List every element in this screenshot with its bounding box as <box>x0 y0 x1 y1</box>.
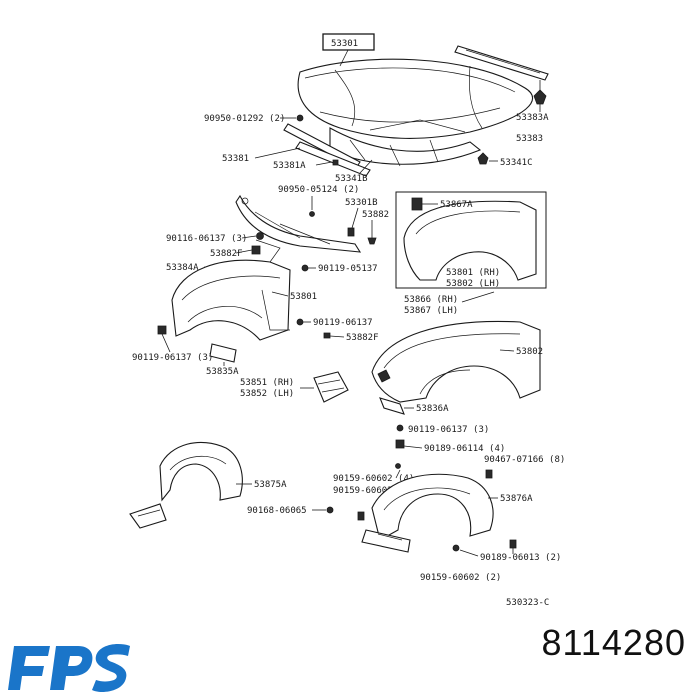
callout-seal-clip: 53383 <box>516 134 543 144</box>
callout-liner-seal: 53836A <box>416 404 449 414</box>
brace <box>209 343 237 363</box>
fender-inset-box <box>395 191 547 289</box>
callout-hood-bolt: 90950-01292 (2) <box>204 114 285 124</box>
rear-fender-liner <box>129 441 243 529</box>
callout-clip-d: 90467-07166 (8) <box>484 455 565 465</box>
callout-bracket-c: 53882 <box>362 210 389 220</box>
callout-fender: 53802 <box>516 347 543 357</box>
front-fender <box>371 320 541 403</box>
hood-panel <box>297 58 534 167</box>
callout-box-hood <box>322 33 375 51</box>
hood-seal-strip <box>454 45 549 81</box>
liner-seal <box>379 397 405 415</box>
callout-bolt-9: 90159-60602 (4) <box>333 474 414 484</box>
callout-bolt-3: 90116-06137 (3) <box>166 234 247 244</box>
part-number: 8114280 <box>541 622 686 663</box>
callout-support-lh: 53852 (LH) <box>240 389 294 399</box>
callout-bolt-10: 90159-60602 <box>333 486 393 496</box>
callout-bolt-12: 90189-06013 (2) <box>480 553 561 563</box>
callout-cover-a: 53384A <box>166 263 199 273</box>
callout-seal-front-a: 53381A <box>273 161 306 171</box>
callout-apron: 53801 <box>290 292 317 302</box>
callout-bolt-6: 90119-06137 (3) <box>132 353 213 363</box>
callout-fender-rh: 53801 (RH) <box>446 268 500 278</box>
callout-bolt-4: 90119-05137 <box>318 264 378 274</box>
callout-fender-lh: 53802 (LH) <box>446 279 500 289</box>
callout-liner-rear: 53875A <box>254 480 287 490</box>
callout-bolt-11: 90168-06065 <box>247 506 307 516</box>
seal-clip <box>533 89 547 105</box>
callout-seal-front: 53381 <box>222 154 249 164</box>
callout-mud-lh: 53867 (LH) <box>404 306 458 316</box>
callout-bracket-b: 53301B <box>345 198 378 208</box>
callout-bolt-8: 90189-06114 (4) <box>424 444 505 454</box>
hood-front-seal <box>283 123 371 177</box>
callout-insulator: 53341B <box>335 174 368 184</box>
callout-bracket-f: 53882F <box>210 249 243 259</box>
callout-liner-front: 53876A <box>500 494 533 504</box>
callout-brace: 53835A <box>206 367 239 377</box>
callout-bolt-5: 90119-06137 <box>313 318 373 328</box>
hood-lock-support <box>235 194 362 253</box>
fender-apron <box>171 239 291 341</box>
callout-bolt-2: 90950-05124 (2) <box>278 185 359 195</box>
callout-mud-rh: 53866 (RH) <box>404 295 458 305</box>
callout-support-rh: 53851 (RH) <box>240 378 294 388</box>
fender-support <box>313 371 349 403</box>
callout-bolt-13: 90159-60602 (2) <box>420 573 501 583</box>
clip-c <box>477 152 489 165</box>
callout-fender-inset-pad: 53867A <box>440 200 473 210</box>
callout-seal-top: 53383A <box>516 113 549 123</box>
fps-logo <box>8 644 130 692</box>
reference-code: 530323-C <box>506 598 549 608</box>
callout-clip-c: 53341C <box>500 158 533 168</box>
callout-bolt-7: 90119-06137 (3) <box>408 425 489 435</box>
front-fender-liner <box>361 473 494 553</box>
callout-bracket-g: 53882F <box>346 333 379 343</box>
callout-hood: 53301 <box>331 39 358 49</box>
